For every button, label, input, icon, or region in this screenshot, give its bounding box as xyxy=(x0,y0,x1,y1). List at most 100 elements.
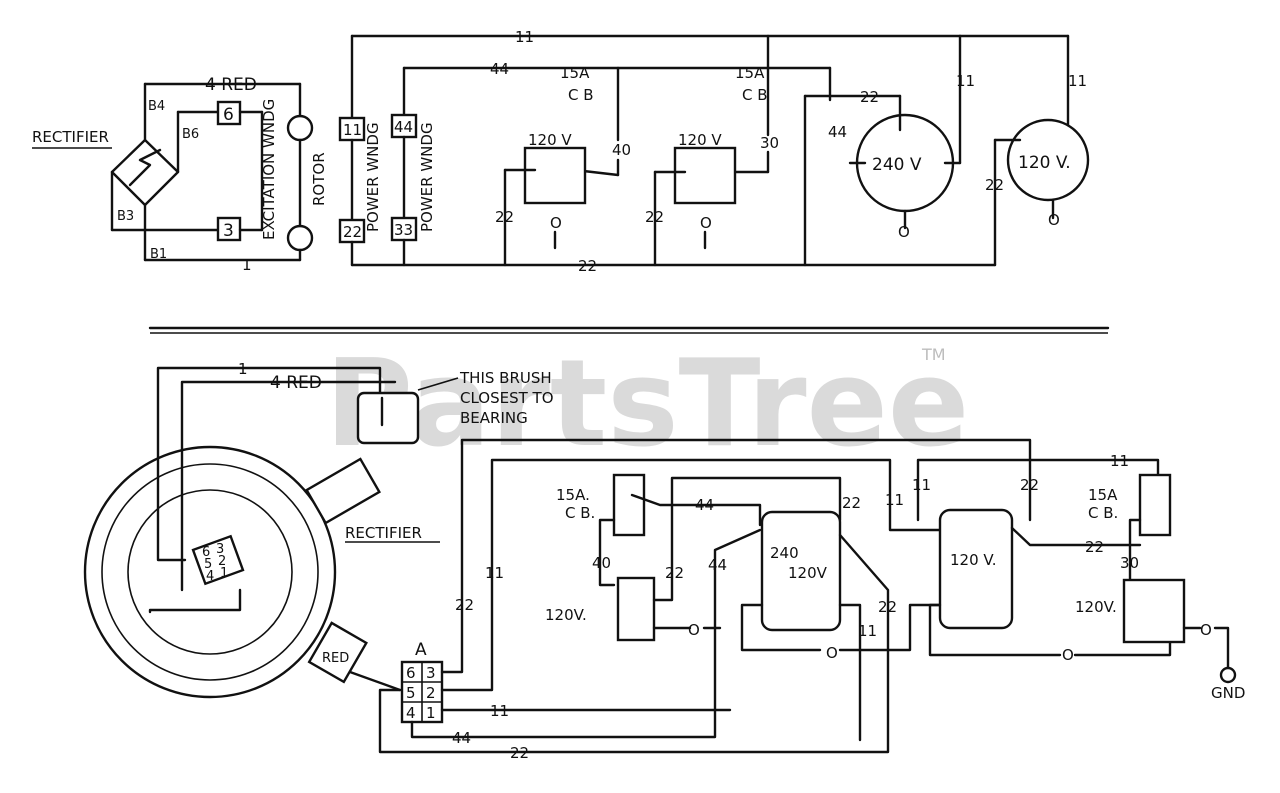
single-120-label: 120 V. xyxy=(950,551,997,569)
wire-22a-label: 22 xyxy=(495,208,514,226)
wire-22-outer xyxy=(440,438,1032,674)
red-lead-block xyxy=(307,621,368,684)
lead-4-red xyxy=(180,380,397,592)
rectifier-diode-icon xyxy=(128,148,162,187)
inner-plug-2: 2 xyxy=(218,554,226,569)
inner-plug-4: 4 xyxy=(206,569,214,584)
wire-22-left xyxy=(652,476,842,602)
power-wndg-label-2: POWER WNDG xyxy=(418,122,436,232)
cb1-breaker xyxy=(612,473,646,537)
terminal-11-label: 11 xyxy=(343,121,362,139)
inner-plug-3: 3 xyxy=(216,542,224,557)
plug-2: 2 xyxy=(426,684,436,702)
rotor-brush-bottom xyxy=(286,224,314,252)
wire-40-label: 40 xyxy=(592,554,611,572)
wire-gnd xyxy=(1213,626,1230,670)
receptacle-120v-round-label: 120 V. xyxy=(1018,153,1071,173)
wiring-cb1-label: 15A. xyxy=(556,486,590,504)
wire-11-outer xyxy=(440,458,942,692)
rectifier-bridge xyxy=(110,138,180,207)
alternator-inner xyxy=(127,489,293,655)
wire-11c-label: 11 xyxy=(1068,72,1087,90)
receptacle-120v-right xyxy=(1122,578,1186,644)
inner-plug-6: 6 xyxy=(202,545,210,560)
cb1-label-b: C B xyxy=(568,86,594,104)
ground-2-label: O xyxy=(700,214,712,232)
bottom-44-label: 44 xyxy=(452,729,471,747)
bottom-11-label: 11 xyxy=(490,702,509,720)
receptacle-120v-2 xyxy=(673,146,737,205)
wire-22-right xyxy=(1010,526,1142,547)
wire-22d-label: 22 xyxy=(985,176,1004,194)
wire xyxy=(348,670,402,692)
rotor-brush-top xyxy=(286,114,314,142)
wire-11-right xyxy=(916,458,1160,522)
terminal-22-label: 22 xyxy=(343,223,362,241)
receptacle-120v-left-label: 120V. xyxy=(545,606,587,624)
label-b4: B4 xyxy=(148,99,165,114)
dual-120-label: 120V xyxy=(788,564,828,582)
wire-30 xyxy=(1128,518,1142,582)
wire-22f-label: 22 xyxy=(1085,538,1104,556)
lead-1 xyxy=(156,366,382,562)
schematic-top: RECTIFIER 4 RED B4 B6 6 B3 3 B1 1 EXCITA… xyxy=(32,28,1090,275)
wire-11c-label: 11 xyxy=(885,491,904,509)
receptacle-120v-single xyxy=(938,508,1014,630)
ground-4-label: O xyxy=(1048,211,1060,229)
terminal-33-label: 33 xyxy=(394,221,413,239)
cb2-label-b: C B xyxy=(742,86,768,104)
receptacle-1-label: 120 V xyxy=(528,131,572,149)
wire-11-dual xyxy=(838,603,862,742)
power-wndg-label-1: POWER WNDG xyxy=(364,122,382,232)
wiring-cb2-label-b: C B. xyxy=(1088,504,1118,522)
receptacle-120v-round xyxy=(1006,118,1090,202)
cb2-breaker xyxy=(1138,473,1172,537)
rectifier-block xyxy=(305,457,381,525)
ground-2-label: O xyxy=(826,644,838,662)
receptacle-120v-right-label: 120V. xyxy=(1075,598,1117,616)
inner-plug xyxy=(191,534,245,586)
ground-1-label: O xyxy=(550,214,562,232)
gnd-terminal xyxy=(1219,666,1237,684)
wire-44-label: 44 xyxy=(490,60,509,78)
wire-11d-label: 11 xyxy=(912,476,931,494)
inner-plug-5: 5 xyxy=(204,557,212,572)
cb2-label: 15A xyxy=(735,64,765,82)
plug-6: 6 xyxy=(406,664,416,682)
label-b6: B6 xyxy=(182,127,199,142)
wire-o3 xyxy=(928,603,1062,657)
wire-11b-label: 11 xyxy=(858,622,877,640)
schematic-rectifier-label: RECTIFIER xyxy=(32,128,109,146)
label-b3: B3 xyxy=(117,209,134,224)
wire-1-label: 1 xyxy=(242,256,252,274)
wire-o2 xyxy=(740,603,822,652)
receptacle-120v-left xyxy=(616,576,656,642)
wire-11-label: 11 xyxy=(515,28,534,46)
receptacle-240-120 xyxy=(760,510,842,632)
lead-1-label: 1 xyxy=(238,360,248,378)
brush-holder xyxy=(356,391,420,445)
brush-note-1: THIS BRUSH xyxy=(459,369,552,387)
ground-3-label: O xyxy=(1062,646,1074,664)
wire-44b-label: 44 xyxy=(708,556,727,574)
wire-22b-label: 22 xyxy=(665,564,684,582)
brush-note-leader xyxy=(417,377,459,391)
inner-plug-1: 1 xyxy=(220,566,228,581)
wire-11b-label: 11 xyxy=(956,72,975,90)
receptacle-2-label: 120 V xyxy=(678,131,722,149)
wire-44-bottom xyxy=(410,528,762,739)
terminal-6-label: 6 xyxy=(223,105,234,125)
wire-22d-label: 22 xyxy=(878,598,897,616)
wire-30-label: 30 xyxy=(1120,554,1139,572)
wire-22e-label: 22 xyxy=(1020,476,1039,494)
watermark-trademark: TM xyxy=(921,345,946,364)
ground-1-label: O xyxy=(688,621,700,639)
wire-22a-label: 22 xyxy=(455,596,474,614)
wire-40-label: 40 xyxy=(612,141,631,159)
cb1-label: 15A xyxy=(560,64,590,82)
rotor-label: ROTOR xyxy=(310,152,328,206)
wire-22-bottom xyxy=(378,608,890,754)
excitation-label: EXCITATION WNDG xyxy=(260,99,278,240)
wiring-bottom: RECTIFIER RED 6 3 5 2 4 1 1 4 RED THIS B… xyxy=(83,360,1245,762)
